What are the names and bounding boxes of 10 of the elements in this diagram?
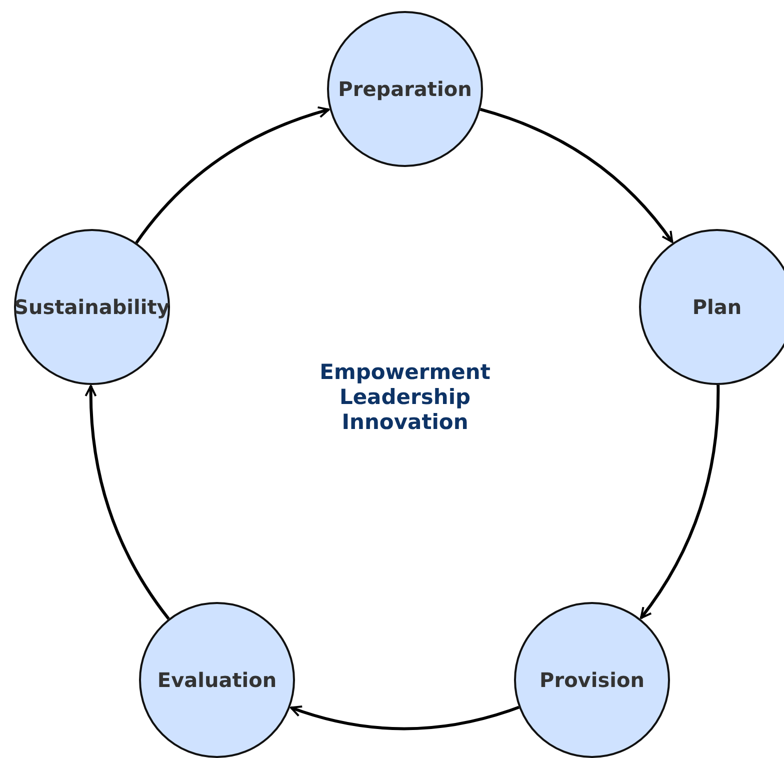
curved-arrow: [640, 384, 720, 620]
curved-arrow: [290, 705, 520, 730]
node-label: Plan: [692, 295, 742, 319]
curved-arrow: [84, 385, 170, 620]
curved-arrow: [135, 106, 330, 244]
curved-arrow: [480, 108, 674, 243]
node-label: Preparation: [338, 77, 472, 101]
center-text: Empowerment Leadership Innovation: [318, 360, 492, 435]
node-label: Provision: [540, 668, 644, 692]
node-label: Evaluation: [157, 668, 277, 692]
